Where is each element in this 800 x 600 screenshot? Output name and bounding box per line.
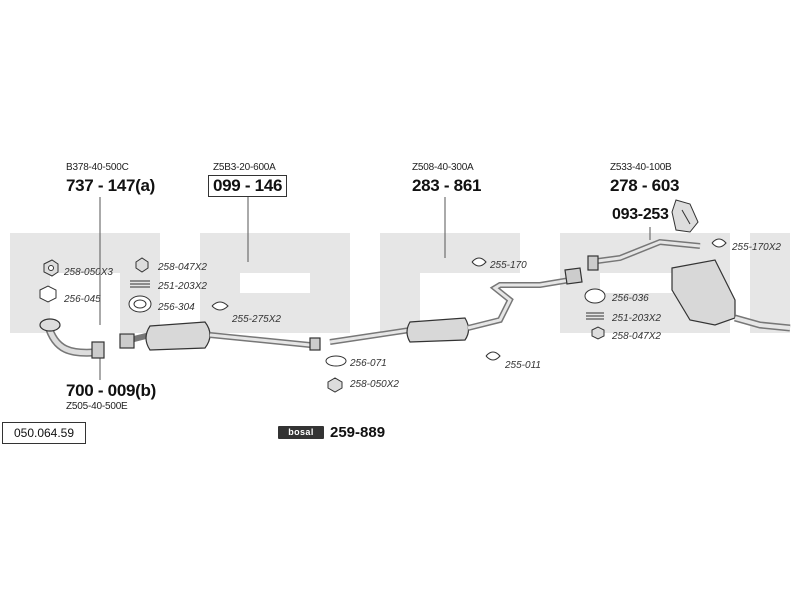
accessory-label: 256-304 (158, 302, 195, 313)
accessory-label: 251-203X2 (158, 281, 207, 292)
rear-silencer (587, 238, 791, 332)
accessory-label: 255-170 (490, 260, 527, 271)
rubber-mount-icon (211, 301, 229, 311)
rubber-mount-icon (471, 257, 487, 267)
ring-gasket-icon (584, 288, 606, 304)
front-pipe (39, 318, 105, 359)
brand-part-number: 259-889 (330, 424, 386, 441)
accessory-label: 258-050X2 (350, 379, 399, 390)
accessory-label: 256-071 (350, 358, 387, 369)
accessory-label: 255-275X2 (232, 314, 281, 325)
part-number-4: 278 - 603 (610, 176, 680, 195)
heat-shield-part-number: 093-253 (612, 206, 669, 223)
ring-gasket-icon (325, 355, 347, 367)
rubber-mount-icon (485, 351, 501, 361)
part-number-3: 283 - 861 (412, 176, 482, 195)
accessory-label: 258-047X2 (612, 331, 661, 342)
assembly-code-1: B378-40-500C (66, 162, 129, 173)
accessory-label: 255-011 (505, 360, 541, 371)
rubber-mount-icon (711, 238, 727, 248)
accessory-label: 255-170X2 (732, 242, 781, 253)
accessory-label: 256-036 (612, 293, 649, 304)
assembly-code-3: Z508-40-300A (412, 162, 474, 173)
nut-icon (327, 377, 343, 393)
brand-watermark (10, 233, 790, 333)
assembly-code-5: Z505-40-500E (66, 401, 128, 412)
part-number-2: 099 - 146 (208, 175, 288, 197)
gasket-icon (39, 285, 57, 303)
heat-shield-bracket (671, 199, 699, 233)
nut-icon (135, 257, 149, 273)
nut-hole (48, 265, 54, 271)
assembly-code-4: Z533-40-100B (610, 162, 672, 173)
assembly-code-2: Z5B3-20-600A (213, 162, 276, 173)
catalytic-converter (119, 321, 321, 351)
brand-logo: bosal (278, 426, 324, 439)
accessory-label: 251-203X2 (612, 313, 661, 324)
middle-silencer (329, 267, 583, 345)
part-number-1: 737 - 147(a) (66, 176, 156, 195)
catalog-number: 050.064.59 (2, 422, 86, 444)
accessory-label: 258-050X3 (64, 267, 113, 278)
spring-icon (586, 312, 604, 320)
spring-icon (130, 280, 150, 288)
part-number-5: 700 - 009(b) (66, 381, 156, 400)
accessory-label: 256-045 (64, 294, 101, 305)
nut-icon (591, 326, 605, 340)
accessory-label: 258-047X2 (158, 262, 207, 273)
